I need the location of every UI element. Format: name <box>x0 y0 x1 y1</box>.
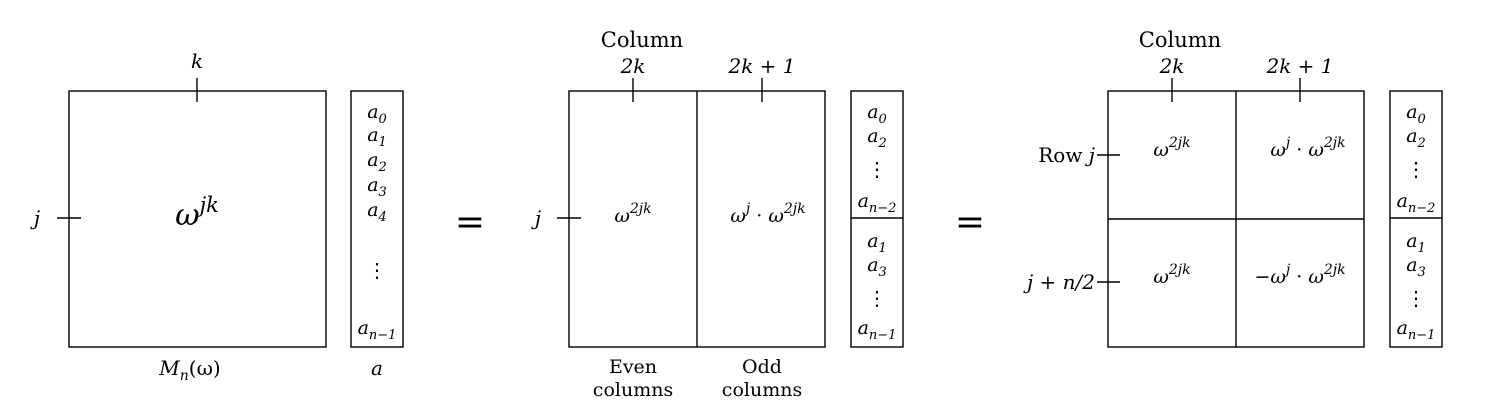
odd-caption-line1: Odd <box>742 356 782 378</box>
vector-split-top-entry-2: ⋮ <box>867 157 887 181</box>
row-index-j: j <box>30 206 40 230</box>
vector-split-top-entry-1: a2 <box>867 125 887 151</box>
matrix-split-columns: Column 2k 2k + 1 j ω2jk ωj · ω2jk Even c… <box>531 28 826 401</box>
vector-a-entry-3: a3 <box>367 174 387 200</box>
vector-a-entry-5: ⋮ <box>367 258 387 282</box>
column-heading-2: Column <box>601 28 683 52</box>
vector-a-entry-1: a1 <box>367 124 387 150</box>
row-index-j-2: j <box>531 206 541 230</box>
vector-block-frame <box>1389 90 1443 348</box>
vector-split-bottom-entry-1: a3 <box>867 254 887 280</box>
block-bottom-left-entry: ω2jk <box>1153 262 1190 288</box>
odd-caption-line2: columns <box>722 379 802 401</box>
vector-block-bottom-entry-2: ⋮ <box>1406 286 1426 310</box>
vector-block-top-entry-0: a0 <box>1406 101 1426 127</box>
vector-split-bottom-entry-3: an−1 <box>858 317 897 343</box>
vector-block-top-entry-3: an−2 <box>1397 190 1436 216</box>
vector-split-top-entry-0: a0 <box>867 101 887 127</box>
vector-a-entry-4: a4 <box>367 199 387 225</box>
equals-sign-2: = <box>955 202 985 243</box>
vector-split-bottom-entry-0: a1 <box>867 230 887 256</box>
matrix-block: Column 2k 2k + 1 Row j j + n/2 ω2jk ωj ·… <box>1023 28 1365 348</box>
block-bottom-right-entry: −ωj · ω2jk <box>1254 262 1345 288</box>
vector-a-entry-0: a0 <box>367 101 387 127</box>
matrix-mn: k j ωjk Mn(ω) <box>30 49 327 384</box>
vector-split-top-entry-3: an−2 <box>858 190 897 216</box>
vector-block-top-entry-1: a2 <box>1406 125 1426 151</box>
column-2k-label: 2k <box>620 54 646 78</box>
vector-a-caption: a <box>371 356 383 380</box>
vector-a-entry-2: a2 <box>367 149 387 175</box>
column-heading-3: Column <box>1139 28 1221 52</box>
matrix-mn-caption: Mn(ω) <box>158 356 220 384</box>
vector-block-top-entry-2: ⋮ <box>1406 157 1426 181</box>
column-2k-plus-1-label: 2k + 1 <box>727 54 795 78</box>
vector-block-bottom-entry-0: a1 <box>1406 230 1426 256</box>
vector-block-bottom-entry-1: a3 <box>1406 254 1426 280</box>
vector-a-entry-6: an−1 <box>358 317 397 343</box>
column-index-k: k <box>191 49 203 73</box>
even-caption-line2: columns <box>593 379 673 401</box>
vector-a-frame <box>350 90 404 348</box>
even-column-entry: ω2jk <box>614 201 651 227</box>
matrix-mn-entry: ωjk <box>175 193 219 233</box>
equals-sign-1: = <box>455 202 485 243</box>
vector-split-bottom-entry-2: ⋮ <box>867 286 887 310</box>
row-j-plus-n-half-label: j + n/2 <box>1023 270 1095 294</box>
row-j-label: Row j <box>1038 143 1095 167</box>
odd-column-entry: ωj · ω2jk <box>730 201 805 227</box>
column-2k-label-3: 2k <box>1159 54 1185 78</box>
block-top-left-entry: ω2jk <box>1153 135 1190 161</box>
vector-split-frame <box>850 90 904 348</box>
block-top-right-entry: ωj · ω2jk <box>1270 135 1345 161</box>
even-caption-line1: Even <box>609 356 657 378</box>
vector-block-bottom-entry-3: an−1 <box>1397 317 1436 343</box>
column-2k-plus-1-label-3: 2k + 1 <box>1265 54 1333 78</box>
